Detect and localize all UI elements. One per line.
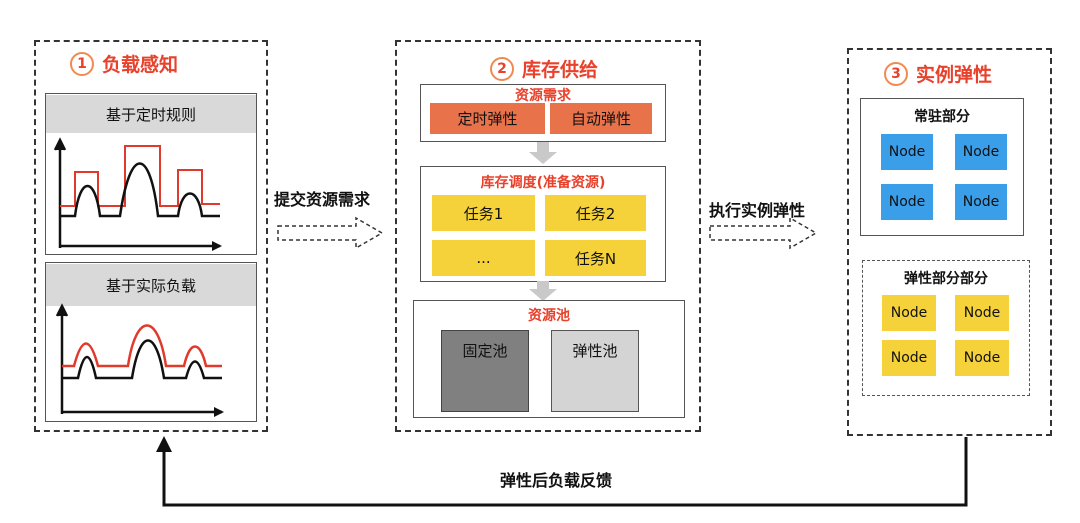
execute-arrow	[709, 216, 818, 250]
execute-label: 执行实例弹性	[709, 201, 806, 220]
stage1-title: 负载感知	[102, 54, 179, 76]
auto-elastic-item: 自动弹性	[550, 103, 652, 134]
stage2-panel	[395, 40, 701, 432]
stage2-title: 库存供给	[522, 59, 599, 81]
y-axis-arrow	[53, 137, 67, 151]
down-arrow-2	[529, 281, 557, 301]
feedback-label: 弹性后负载反馈	[500, 471, 613, 490]
elastic-node-4: Node	[955, 340, 1009, 376]
elastic-box	[862, 260, 1030, 396]
stage3-number: 3	[884, 61, 908, 86]
fixed-pool-label: 固定池	[462, 342, 508, 360]
submit-arrow	[277, 216, 384, 250]
fixed-pool	[441, 330, 529, 412]
submit-label: 提交资源需求	[274, 190, 371, 209]
timer-rule-chart	[53, 137, 222, 251]
x-axis-arrow	[214, 407, 224, 417]
stage3-panel	[847, 48, 1052, 436]
elastic-node-2: Node	[955, 295, 1009, 331]
task-2: 任务2	[545, 195, 646, 231]
stage3-title: 实例弹性	[916, 64, 993, 86]
resident-node-3: Node	[881, 184, 933, 220]
elastic-pool	[551, 330, 639, 412]
rule-line	[60, 145, 220, 207]
resource-demand-title: 资源需求	[515, 88, 571, 104]
actual-black-line	[62, 339, 222, 380]
task-ellipsis: ...	[432, 240, 535, 276]
resident-title: 常驻部分	[914, 109, 970, 125]
stage1-number: 1	[70, 51, 94, 76]
resident-node-2: Node	[955, 134, 1007, 170]
resident-node-4: Node	[955, 184, 1007, 220]
elastic-node-3: Node	[882, 340, 936, 376]
resource-pool-title: 资源池	[528, 308, 570, 324]
task-1: 任务1	[432, 195, 535, 231]
x-axis-arrow	[212, 241, 222, 251]
elastic-pool-label: 弹性池	[572, 342, 618, 360]
actual-load-header: 基于实际负载	[46, 264, 256, 306]
actual-load-chart	[55, 303, 224, 417]
task-n: 任务N	[545, 240, 646, 276]
actual-red-line	[62, 324, 222, 368]
inventory-schedule-title: 库存调度(准备资源)	[480, 175, 606, 191]
stage1-panel	[34, 40, 268, 432]
timer-elastic-item: 定时弹性	[430, 103, 545, 134]
elastic-title: 弹性部分部分	[904, 271, 988, 287]
stage1-heading: 1 负载感知	[70, 50, 178, 77]
elastic-node-1: Node	[882, 295, 936, 331]
down-arrow-1	[529, 142, 557, 164]
load-line	[60, 162, 220, 218]
resident-node-1: Node	[881, 134, 933, 170]
timer-rule-header: 基于定时规则	[46, 95, 256, 133]
stage2-number: 2	[490, 56, 514, 81]
stage3-heading: 3 实例弹性	[884, 60, 992, 87]
y-axis-arrow	[55, 303, 69, 317]
stage2-heading: 2 库存供给	[490, 55, 598, 82]
